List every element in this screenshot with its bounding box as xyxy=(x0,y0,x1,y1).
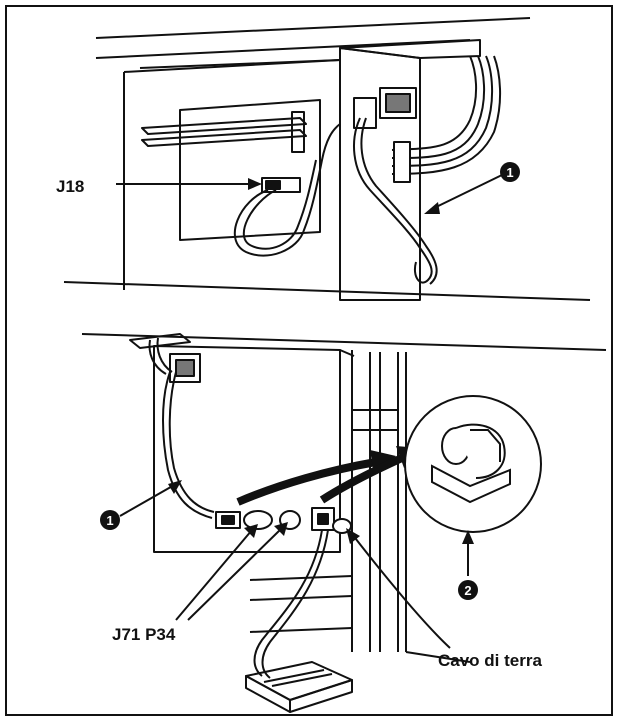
callout-1-top-pointer xyxy=(424,173,505,214)
callout-1-bottom-pointer xyxy=(119,480,182,517)
label-j18: J18 xyxy=(56,177,84,196)
clamp-curved-arrows xyxy=(236,446,420,506)
callout-1-bottom-badge xyxy=(100,510,120,530)
j18-pointer xyxy=(116,178,262,190)
top-panel xyxy=(63,17,591,301)
j71-p34-pointers xyxy=(175,522,288,621)
callout-2-badge xyxy=(458,580,478,600)
callout-1-top-badge xyxy=(500,162,520,182)
label-j71-p34: J71 P34 xyxy=(112,625,176,644)
callout-2-pointer xyxy=(462,530,474,576)
callout-2-number: 2 xyxy=(464,583,471,598)
callout-1-top-number: 1 xyxy=(506,165,513,180)
cavo-di-terra-pointers xyxy=(346,528,451,649)
callout-1-bottom-number: 1 xyxy=(106,513,113,528)
label-cavo-di-terra: Cavo di terra xyxy=(438,651,542,670)
figure-border xyxy=(5,5,613,716)
clamp-detail xyxy=(404,395,542,533)
bottom-panel xyxy=(81,333,607,713)
